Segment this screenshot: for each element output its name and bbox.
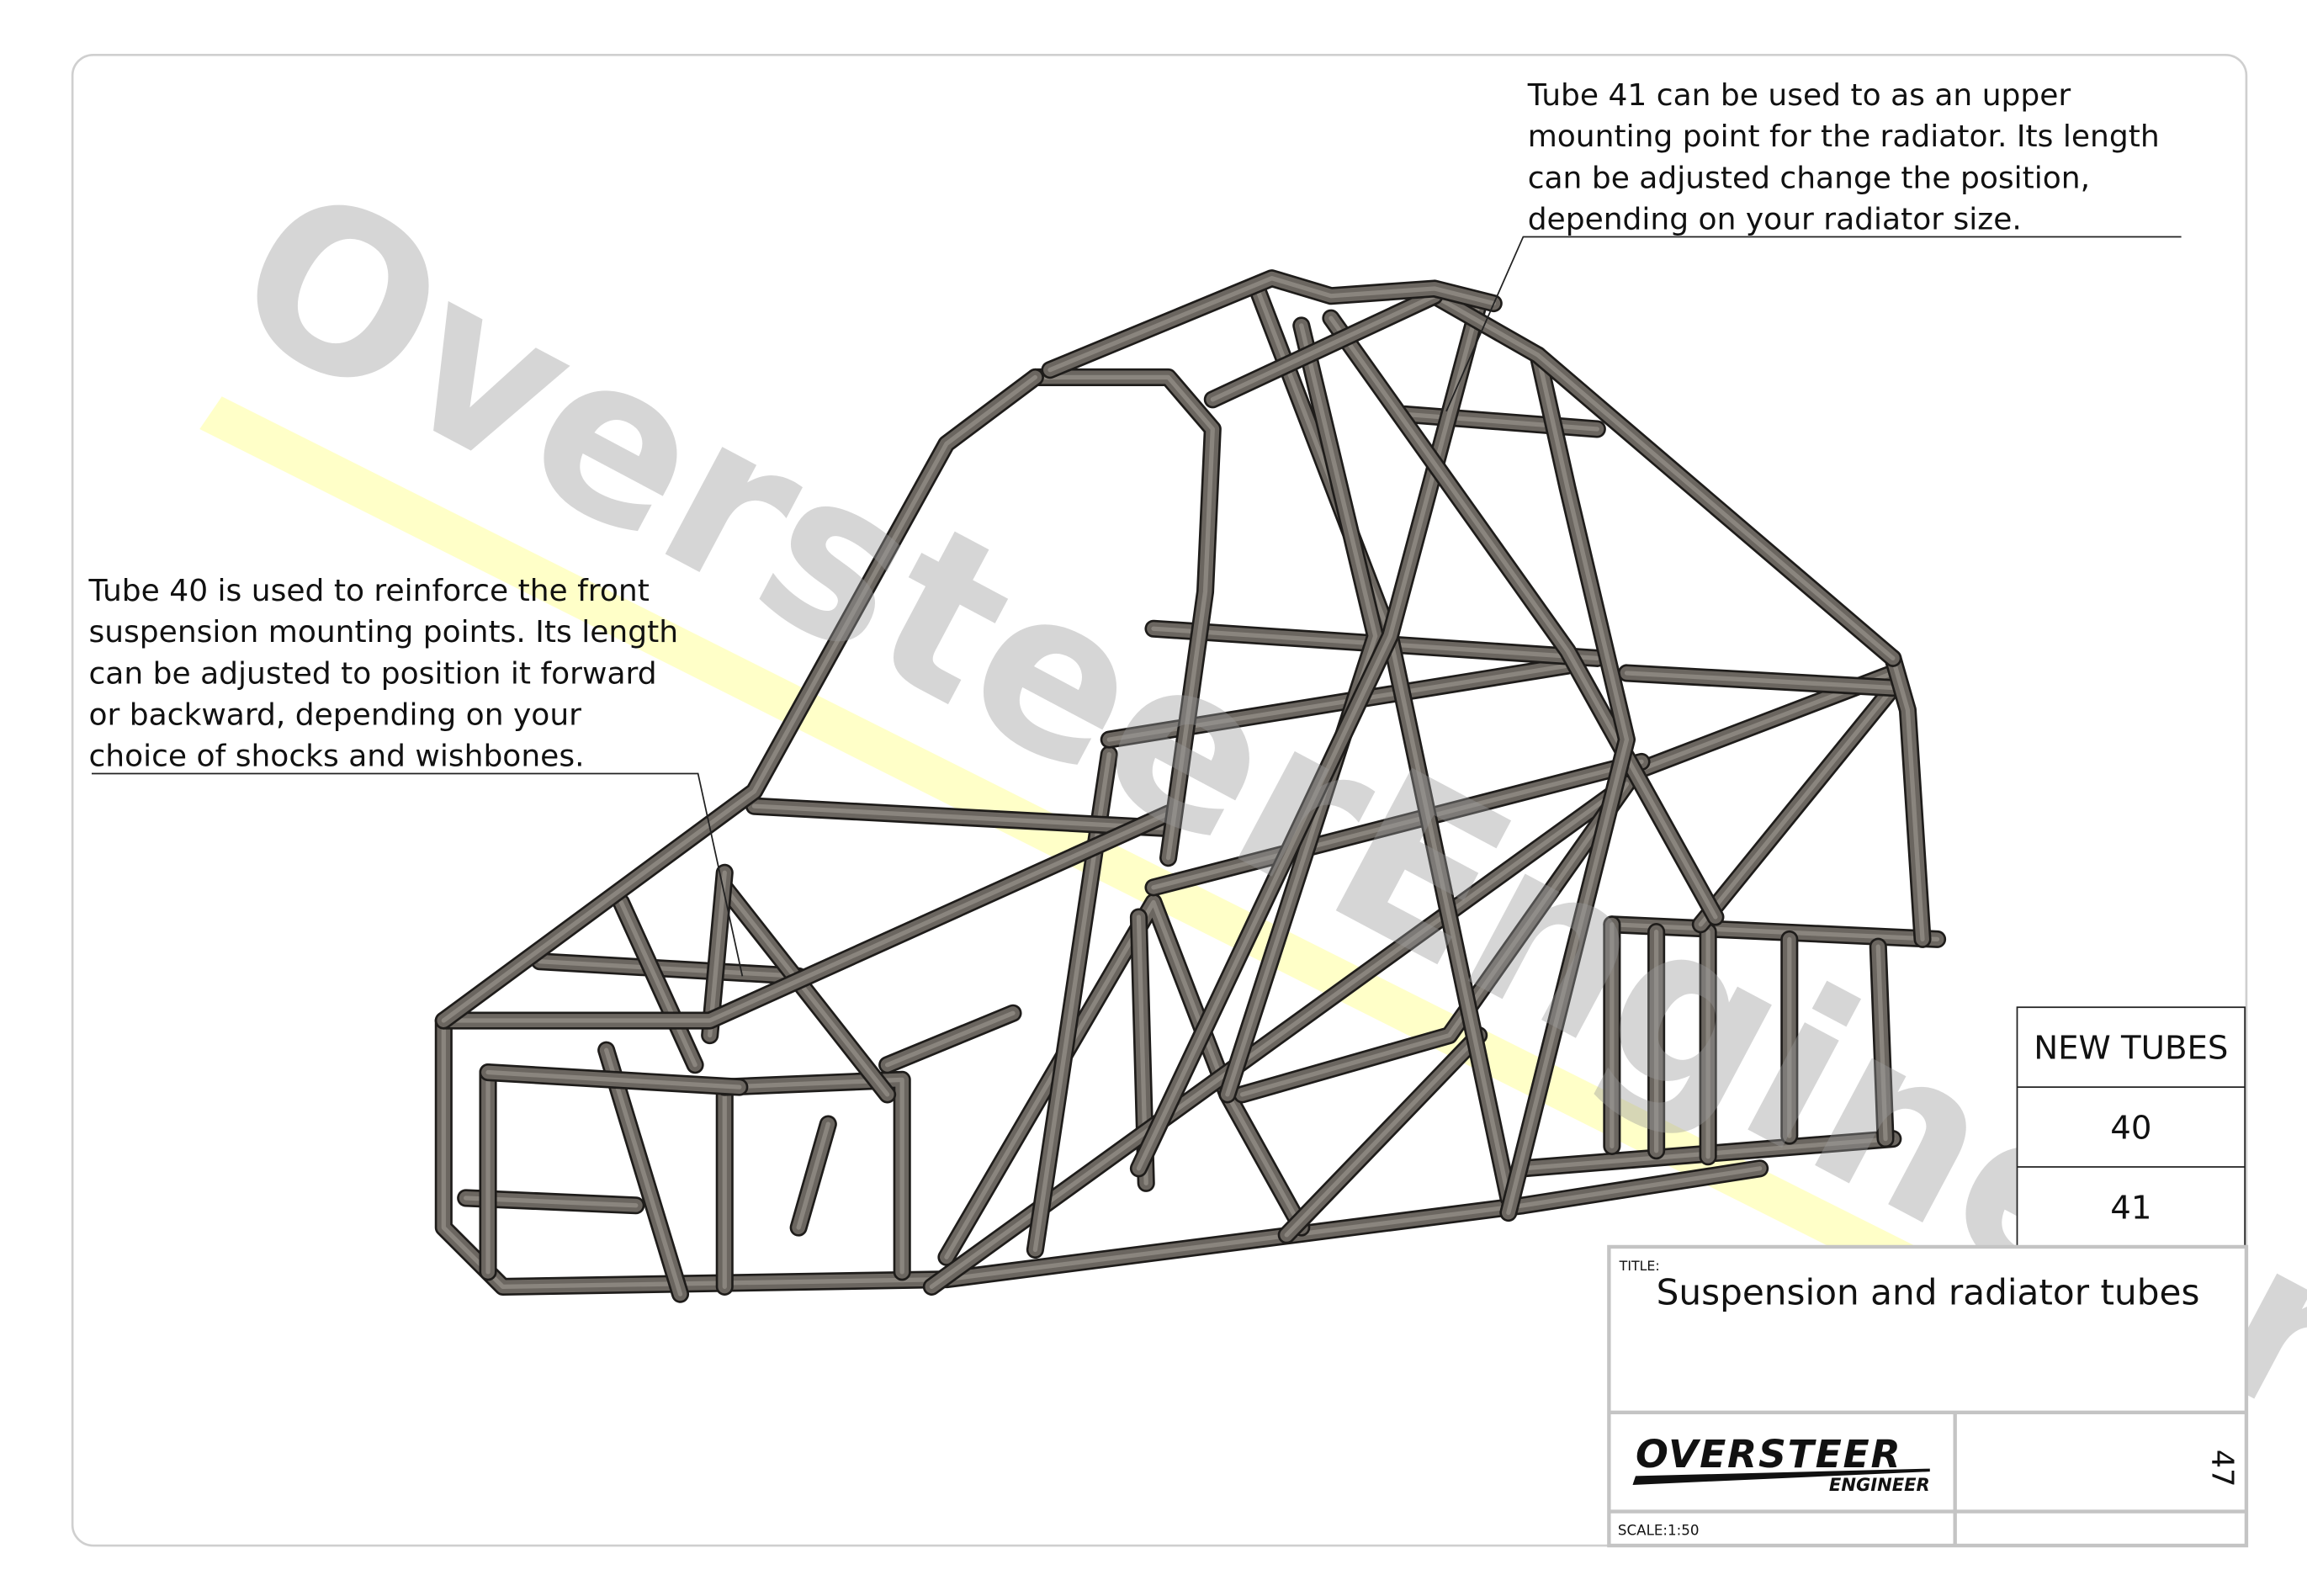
frame-tube (1432, 294, 1896, 661)
frame-tube (1225, 323, 1378, 1097)
frame-tube (1136, 300, 1482, 1171)
frame-tube (751, 803, 1171, 831)
frame-tube (708, 870, 727, 1038)
frame-tube (884, 1010, 1016, 1068)
scale-label: SCALE:1:50 (1618, 1523, 1700, 1539)
sheet-number: 47 (2205, 1450, 2240, 1487)
note-line: Tube 41 can be used to as an upper (1527, 78, 2071, 113)
leader-line (91, 772, 744, 977)
annotation-tube-40: Tube 40 is used to reinforce the front s… (88, 574, 744, 977)
note-line: or backward, depending on your (88, 697, 581, 732)
drawing-title: Suspension and radiator tubes (1657, 1272, 2200, 1313)
frame-tube (1032, 374, 1215, 861)
table-cell: 40 (2110, 1110, 2151, 1148)
frame-tube (1875, 944, 1888, 1142)
leader-line (1445, 236, 2182, 412)
frame-tube (796, 1121, 830, 1230)
frame-tube (1210, 294, 1437, 402)
frame-tube (537, 959, 801, 978)
new-tubes-table: NEW TUBES 40 41 (2016, 1006, 2246, 1248)
table-header: NEW TUBES (2034, 1030, 2228, 1068)
frame-tube (604, 1047, 683, 1296)
tube-frame-drawing (434, 269, 1947, 1303)
note-line: choice of shocks and wishbones. (88, 740, 584, 774)
watermark-band (199, 396, 2027, 1334)
frame-tube (722, 885, 890, 1097)
table-cell: 41 (2110, 1190, 2151, 1227)
logo-main: OVERSTEER (1636, 1432, 1901, 1477)
frame-tube (1698, 685, 1896, 927)
frame-tube (1284, 1032, 1482, 1238)
frame-tube (618, 899, 697, 1068)
frame-tube (722, 1077, 904, 1275)
note-line: depending on your radiator size. (1528, 203, 2022, 237)
frame-tube (1239, 782, 1630, 1097)
frame-tube (944, 899, 1304, 1259)
frame-tube (485, 1069, 742, 1090)
note-line: Tube 40 is used to reinforce the front (88, 574, 649, 608)
frame-tube (1047, 276, 1496, 373)
frame-tube (1151, 759, 1644, 890)
frame-tube (1329, 315, 1718, 920)
title-label: TITLE: (1619, 1258, 1660, 1274)
frame-tube (441, 374, 1038, 1023)
frame-tube (1610, 922, 1940, 941)
frame-tube (1624, 671, 1896, 691)
note-line: can be adjusted change the position, (1528, 161, 2090, 195)
frame-tube (1506, 353, 1630, 1216)
oversteer-engineer-logo: OVERSTEER ENGINEER (1632, 1432, 1930, 1495)
title-block (1607, 1244, 2249, 1548)
note-line: can be adjusted to position it forward (88, 656, 656, 691)
frame-tube (1891, 655, 1925, 941)
note-line: suspension mounting points. Its length (88, 615, 678, 650)
logo-sub: ENGINEER (1829, 1474, 1930, 1495)
frame-tube (1403, 411, 1599, 432)
note-line: mounting point for the radiator. Its len… (1528, 119, 2160, 154)
frame-tube (441, 811, 1171, 1023)
annotation-tube-41: Tube 41 can be used to as an upper mount… (1445, 78, 2182, 412)
